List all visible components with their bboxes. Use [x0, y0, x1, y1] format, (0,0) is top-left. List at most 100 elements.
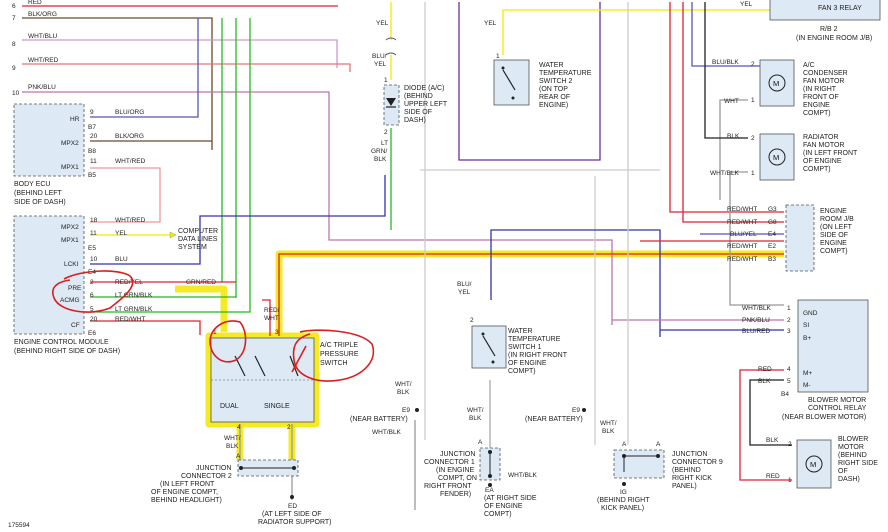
tps-pin-2: 2 [287, 424, 291, 431]
jc9-wire-1: WHT/ [600, 420, 617, 427]
bmcr-pin-mplus: M+ [803, 370, 812, 377]
ground-ed: ED (AT LEFT SIDE OF RADIATOR SUPPORT) [258, 495, 332, 526]
jc2-pin-a: A [236, 453, 241, 460]
bmcr-num-2: 2 [787, 317, 791, 324]
tps-pin-4: 4 [237, 424, 241, 431]
diode-label-2: (BEHIND [404, 93, 433, 100]
cond-fan-label-4: (IN RIGHT [803, 86, 837, 93]
bmcr-num-4: 4 [787, 366, 791, 373]
cond-fan-label-5: FRONT OF [803, 94, 839, 101]
rad-fan-wire-1: BLK [727, 133, 740, 140]
fan3-rb-1: R/B 2 [820, 26, 838, 33]
bmcr-num-1: 1 [787, 305, 791, 312]
wts2-wire: YEL [484, 20, 497, 27]
engine-control-module: MPX2 18 WHT/RED MPX1 11 YEL E5 LCKI 10 B… [13, 215, 216, 355]
ac-triple-pressure-switch: 1 3 4 2 DUAL SINGLE A/C TRIPLE PRESSURE … [210, 307, 359, 431]
body-ecu-label-2: (BEHIND LEFT [14, 190, 63, 197]
bmcr-conn-b4: B4 [781, 391, 789, 398]
diode-label-5: DASH) [404, 117, 426, 124]
wts2-label-6: ENGINE) [539, 102, 568, 109]
cond-fan-pin-2: 2 [751, 61, 755, 68]
tps-label-3: SWITCH [320, 360, 348, 367]
junction-connector-1: WHT/ BLK A WHT/BLK JUNCTION CONNECTOR 1 … [424, 407, 538, 498]
wire-color-9: WHT/RED [28, 57, 59, 64]
cond-fan-wire-1: BLU/BLK [712, 59, 739, 66]
body-ecu-pin-mpx1: MPX1 [61, 164, 79, 171]
bmcr-label-1: BLOWER MOTOR [808, 397, 866, 404]
cond-fan-label-7: COMPT) [803, 110, 831, 117]
diode-wire-mid-1: BLU/ [372, 53, 387, 60]
ecm-pin-cf: CF [71, 322, 80, 329]
cond-fan-label-3: FAN MOTOR [803, 78, 844, 85]
ground-ea-label-2: OF ENGINE [484, 503, 523, 510]
cdl-line-2: DATA LINES [178, 236, 218, 243]
ecm-wire-mpx2: WHT/RED [115, 217, 146, 224]
ground-e9-code: E9 [402, 407, 410, 414]
body-ecu-pin-mpx2: MPX2 [61, 140, 79, 147]
bmcr-wire-b: BLU/RED [742, 328, 770, 335]
diode-wire-out-2: GRN/ [371, 148, 387, 155]
jc9-label-3: (BEHIND [672, 467, 701, 474]
ground-ig-code: IG [620, 489, 627, 496]
ecm-pin-mpx1: MPX1 [61, 237, 79, 244]
erjb-pin-b3: B3 [768, 256, 776, 263]
ground-ig: IG (BEHIND RIGHT KICK PANEL) [597, 482, 650, 512]
rad-fan-label-4: OF ENGINE [803, 158, 842, 165]
cdl-line-3: SYSTEM [178, 244, 207, 251]
rad-fan-pin-2: 2 [751, 135, 755, 142]
tps-label-1: A/C TRIPLE [320, 342, 358, 349]
wire-color-6: RED [28, 0, 42, 6]
body-ecu-label-1: BODY ECU [14, 181, 50, 188]
blower-label-2: MOTOR [838, 444, 864, 451]
bmcr-label-2: CONTROL RELAY [808, 405, 867, 412]
bmcr-wire-si: PNK/BLU [742, 317, 770, 324]
figure-id: 175594 [8, 522, 30, 529]
ecm-pin-pre: PRE [68, 285, 82, 292]
jc1-pin-a: A [478, 439, 483, 446]
erjb-wire-e2: RED/WHT [727, 243, 757, 250]
body-ecu-wire-mpx2: BLK/ORG [115, 133, 144, 140]
bmcr-num-5: 5 [787, 378, 791, 385]
ground-ig-label-2: KICK PANEL) [601, 505, 644, 512]
wts1-label-1: WATER [508, 328, 533, 335]
cond-fan-label-2: CONDENSER [803, 70, 848, 77]
blower-motor-symbol: M [810, 460, 816, 469]
jc1-wire-side: WHT/BLK [508, 472, 538, 479]
diode-wire-out-1: LT [381, 140, 388, 147]
erjb-pin-e4: E4 [768, 231, 776, 238]
tps-pin-1: 1 [213, 329, 217, 336]
body-ecu-pinnum-9: 9 [90, 109, 94, 116]
jc2-label-1: JUNCTION [196, 465, 231, 472]
body-ecu-conn-b8: B8 [88, 148, 96, 155]
jc2-wire-2: BLK [226, 443, 239, 450]
erjb-pin-g3: G3 [768, 206, 777, 213]
ecm-conn-e6: E6 [88, 330, 96, 337]
engine-room-jb: RED/WHT G3 RED/WHT G8 BLU/YEL E4 RED/WHT… [727, 204, 854, 272]
tps-pin-3: 3 [275, 329, 279, 336]
jc9-pin-a: A [622, 441, 627, 448]
bmcr-pin-si: SI [803, 322, 809, 329]
blower-motor-control-relay: WHT/BLK 1 GND PNK/BLU 2 SI BLU/RED 3 B+ … [742, 299, 869, 421]
erjb-label-5: ENGINE [820, 240, 847, 247]
condenser-fan-motor: BLU/BLK WHT 2 1 M A/C CONDENSER FAN MOTO… [712, 59, 848, 117]
blower-label-4: RIGHT SIDE [838, 460, 878, 467]
diode-wire-out-3: BLK [374, 156, 387, 163]
ecm-pin-acmg: ACMG [60, 297, 80, 304]
bmcr-num-3: 3 [787, 328, 791, 335]
wts1-label-5: OF ENGINE [508, 360, 547, 367]
cond-fan-label-6: ENGINE [803, 102, 830, 109]
ground-ig-label-1: (BEHIND RIGHT [597, 497, 650, 504]
body-ecu-wire-hr: BLU/ORG [115, 109, 144, 116]
erjb-wire-e4: BLU/YEL [730, 231, 757, 238]
wire-num-10: 10 [12, 90, 20, 97]
bmcr-label-3: (NEAR BLOWER MOTOR) [782, 414, 866, 421]
ecm-label-2: (BEHIND RIGHT SIDE OF DASH) [14, 348, 120, 355]
wire-num-7: 7 [12, 15, 16, 22]
cond-fan-label-1: A/C [803, 62, 815, 69]
fan3-wire: YEL [740, 1, 753, 8]
blower-pin-1: 1 [788, 477, 792, 484]
jc9-label-2: CONNECTOR 9 [672, 459, 723, 466]
ground-ea-code: EA [485, 487, 494, 494]
wts1-label-2: TEMPERATURE [508, 336, 561, 343]
fan3-relay: YEL FAN 3 RELAY R/B 2 (IN ENGINE ROOM J/… [740, 0, 881, 42]
